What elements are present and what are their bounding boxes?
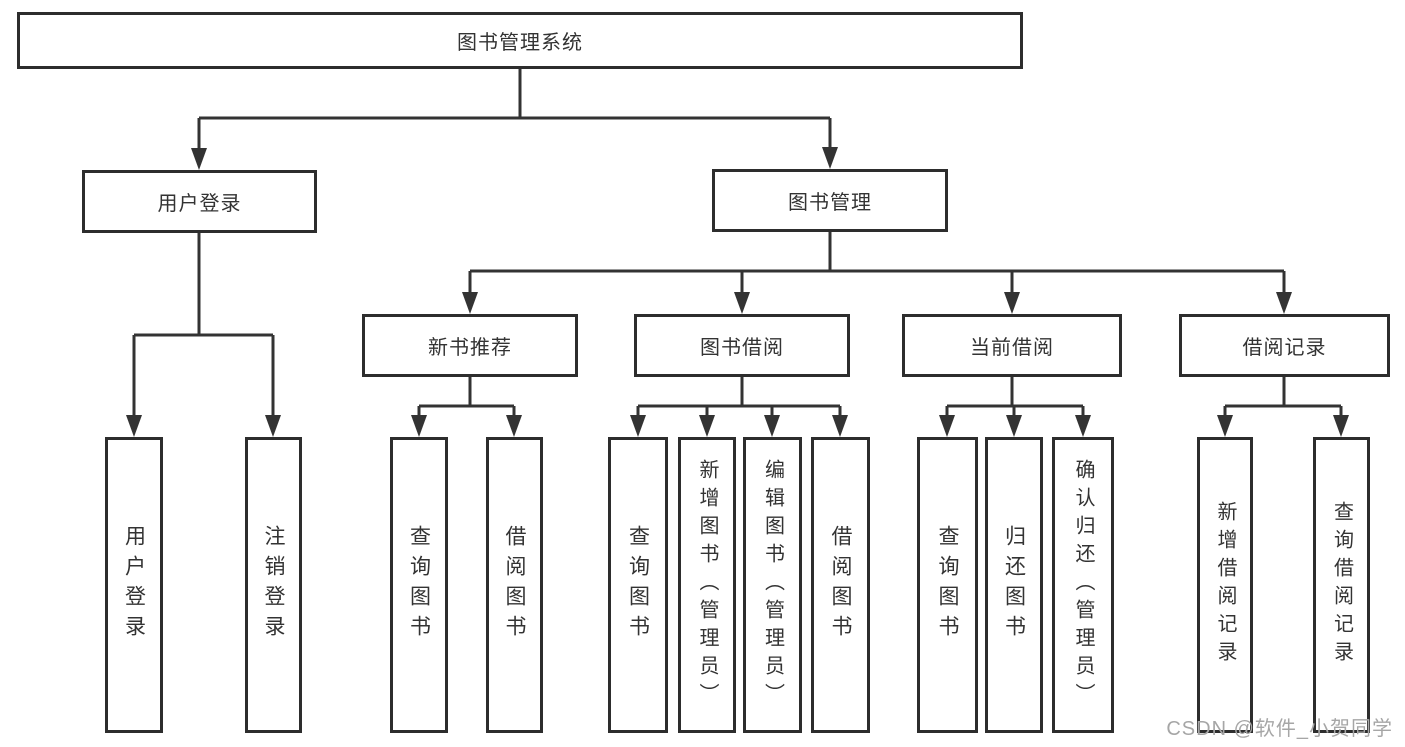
node-book-borrow: 图书借阅 bbox=[634, 314, 850, 377]
node-book-management: 图书管理 bbox=[712, 169, 948, 232]
node-root: 图书管理系统 bbox=[17, 12, 1023, 69]
arrowheads-current-borrow bbox=[939, 415, 1091, 437]
leaf-borrow-books-label: 借阅图书 bbox=[829, 525, 852, 645]
leaf-edit-book-admin: 编辑图书（管理员） bbox=[743, 437, 802, 733]
leaf-add-borrow-record-label: 新增借阅记录 bbox=[1214, 501, 1236, 669]
node-book-management-label: 图书管理 bbox=[788, 192, 872, 214]
node-current-borrow: 当前借阅 bbox=[902, 314, 1122, 377]
leaf-query-borrow-record: 查询借阅记录 bbox=[1313, 437, 1370, 733]
connector-user-login bbox=[132, 233, 275, 415]
connector-new-book-recommend bbox=[417, 377, 516, 415]
connector-current-borrow bbox=[945, 377, 1085, 415]
leaf-query-books-borrow: 查询图书 bbox=[608, 437, 668, 733]
leaf-logout: 注销登录 bbox=[245, 437, 302, 733]
leaf-borrow-books-recommend-label: 借阅图书 bbox=[503, 525, 526, 645]
leaf-query-books-current: 查询图书 bbox=[917, 437, 978, 733]
arrowheads-book-borrow bbox=[630, 415, 848, 437]
node-new-book-recommend: 新书推荐 bbox=[362, 314, 578, 377]
node-borrow-records-label: 借阅记录 bbox=[1242, 337, 1327, 359]
connector-book-borrow bbox=[636, 377, 842, 415]
arrowheads-new-book-recommend bbox=[411, 415, 522, 437]
arrowheads-root bbox=[191, 147, 838, 170]
node-borrow-records: 借阅记录 bbox=[1179, 314, 1390, 377]
node-root-label: 图书管理系统 bbox=[457, 32, 583, 54]
leaf-confirm-return-admin: 确认归还（管理员） bbox=[1052, 437, 1114, 733]
arrowheads-book-management bbox=[462, 292, 1292, 314]
node-book-borrow-label: 图书借阅 bbox=[700, 337, 784, 359]
leaf-return-book: 归还图书 bbox=[985, 437, 1043, 733]
arrowheads-user-login bbox=[126, 415, 281, 437]
connector-borrow-records bbox=[1223, 377, 1343, 415]
node-user-login-label: 用户登录 bbox=[157, 193, 242, 215]
connector-book-management bbox=[468, 232, 1286, 292]
leaf-query-books-recommend: 查询图书 bbox=[390, 437, 448, 733]
leaf-add-borrow-record: 新增借阅记录 bbox=[1197, 437, 1253, 733]
leaf-user-login-label: 用户登录 bbox=[122, 525, 146, 645]
node-user-login: 用户登录 bbox=[82, 170, 317, 233]
leaf-borrow-books: 借阅图书 bbox=[811, 437, 870, 733]
node-new-book-recommend-label: 新书推荐 bbox=[428, 337, 512, 359]
leaf-query-borrow-record-label: 查询借阅记录 bbox=[1330, 501, 1353, 669]
leaf-query-books-borrow-label: 查询图书 bbox=[626, 525, 650, 645]
leaf-edit-book-admin-label: 编辑图书（管理员） bbox=[761, 459, 784, 711]
leaf-query-books-recommend-label: 查询图书 bbox=[407, 525, 431, 645]
leaf-confirm-return-admin-label: 确认归还（管理员） bbox=[1072, 459, 1094, 711]
leaf-add-book-admin-label: 新增图书（管理员） bbox=[696, 459, 718, 711]
leaf-add-book-admin: 新增图书（管理员） bbox=[678, 437, 736, 733]
leaf-logout-label: 注销登录 bbox=[262, 525, 285, 645]
csdn-watermark: CSDN @软件_小贺同学 bbox=[1166, 718, 1393, 740]
leaf-user-login: 用户登录 bbox=[105, 437, 163, 733]
node-current-borrow-label: 当前借阅 bbox=[970, 337, 1054, 359]
leaf-borrow-books-recommend: 借阅图书 bbox=[486, 437, 543, 733]
arrowheads-borrow-records bbox=[1217, 415, 1349, 437]
leaf-return-book-label: 归还图书 bbox=[1002, 525, 1026, 645]
leaf-query-books-current-label: 查询图书 bbox=[936, 525, 959, 645]
connector-root bbox=[197, 69, 832, 148]
